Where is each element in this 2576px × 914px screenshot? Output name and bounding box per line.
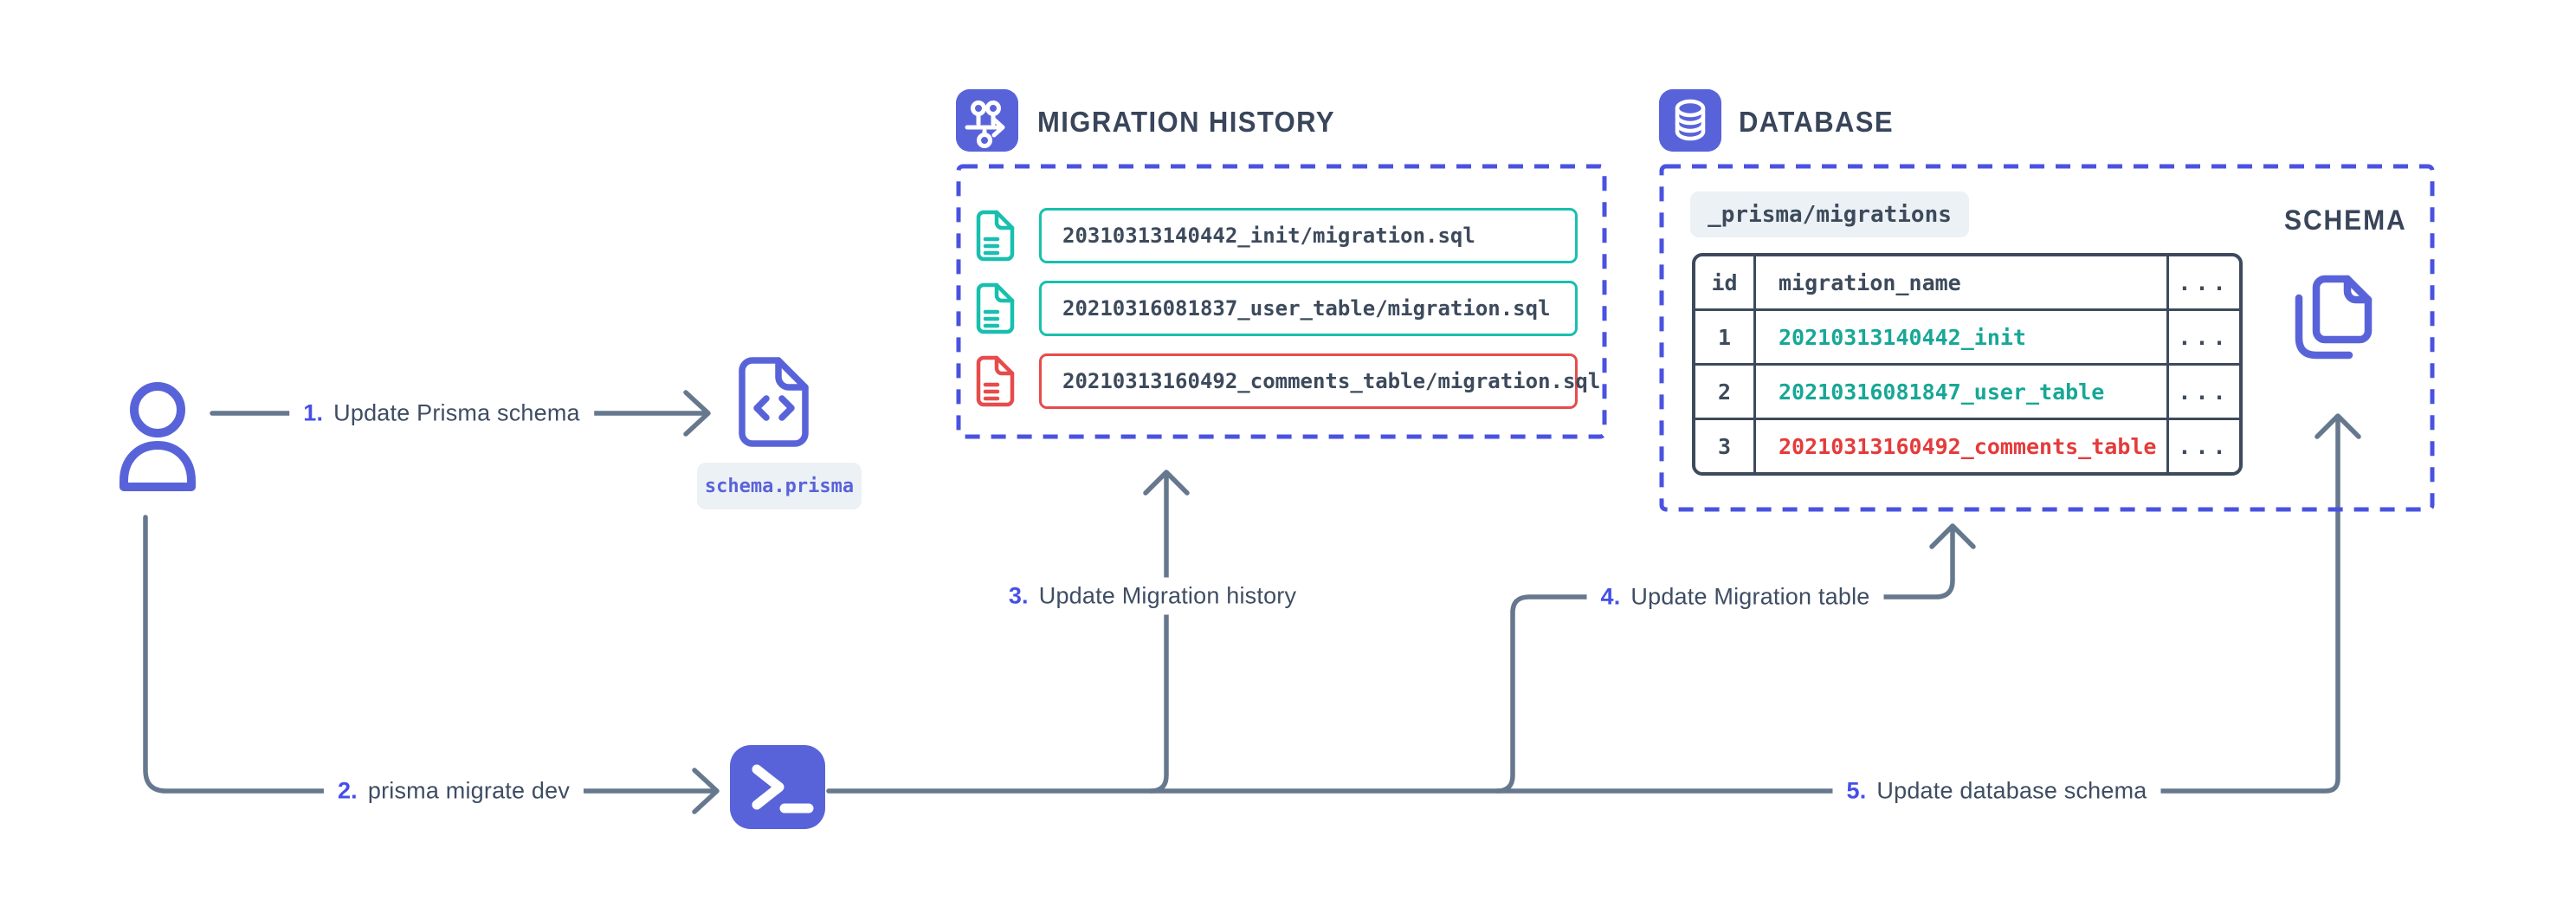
cell-id: 1 [1695, 311, 1756, 363]
cell-more: ... [2166, 366, 2239, 418]
cell-id: 3 [1695, 420, 1756, 472]
prisma-migrations-badge-label: _prisma/migrations [1708, 201, 1952, 228]
table-header-row: id migration_name ... [1695, 256, 2239, 308]
table-row: 1 20210313140442_init ... [1695, 308, 2239, 363]
step-number: 1. [303, 399, 324, 426]
cell-name: 20210313140442_init [1779, 324, 2026, 350]
table-row: 3 20210313160492_comments_table ... [1695, 418, 2239, 472]
cell-more: ... [2166, 311, 2239, 363]
code-file-icon [739, 357, 809, 447]
arrow-4-line2 [1868, 525, 1955, 600]
arrow-5-line [826, 415, 2340, 794]
step-number: 2. [337, 777, 358, 804]
step-label-3: 3. Update Migration history [994, 577, 1311, 615]
cell-name: 20210316081847_user_table [1779, 379, 2105, 405]
step-number: 5. [1846, 777, 1867, 804]
arrow-2-head [692, 768, 720, 814]
step-text: Update Migration history [1038, 582, 1297, 609]
migration-file-name: 20210313160492_comments_table/migration.… [1062, 369, 1601, 393]
cell-id: 2 [1695, 366, 1756, 418]
migration-file-name: 20310313140442_init/migration.sql [1062, 224, 1475, 248]
user-icon [119, 382, 196, 491]
arrow-2-line [143, 515, 718, 794]
schema-label: SCHEMA [2284, 204, 2407, 236]
document-lines-icon-red [976, 355, 1015, 407]
database-icon [1659, 89, 1721, 152]
cell-more: ... [2166, 420, 2239, 472]
step-text: prisma migrate dev [367, 777, 571, 804]
arrow-3-line [1148, 471, 1169, 794]
document-lines-icon-teal [976, 282, 1015, 334]
header-id: id [1695, 256, 1756, 308]
migration-file-row: 20310313140442_init/migration.sql [1039, 208, 1578, 263]
header-more: ... [2166, 256, 2239, 308]
header-name: migration_name [1779, 269, 1961, 295]
migration-history-box [956, 164, 1607, 439]
cell-name: 20210313160492_comments_table [1779, 433, 2157, 459]
database-title: DATABASE [1739, 106, 1895, 138]
step-number: 3. [1008, 582, 1029, 609]
step-text: Update database schema [1876, 777, 2147, 804]
database-box [1659, 164, 2435, 512]
prisma-migrations-badge: _prisma/migrations [1690, 191, 1969, 237]
step-label-2: 2. prisma migrate dev [323, 772, 584, 810]
migration-file-row: 20210316081837_user_table/migration.sql [1039, 281, 1578, 336]
schema-prisma-badge: schema.prisma [697, 463, 862, 509]
step-text: Update Prisma schema [333, 399, 580, 426]
schema-prisma-badge-label: schema.prisma [704, 475, 855, 497]
step-number: 4. [1600, 583, 1621, 610]
step-label-5: 5. Update database schema [1832, 772, 2161, 810]
git-flow-icon [956, 89, 1018, 152]
migration-file-name: 20210316081837_user_table/migration.sql [1062, 296, 1551, 321]
migration-file-row: 20210313160492_comments_table/migration.… [1039, 353, 1600, 409]
terminal-icon [730, 745, 825, 829]
migration-history-title: MIGRATION HISTORY [1037, 106, 1335, 138]
step-label-1: 1. Update Prisma schema [289, 394, 594, 432]
arrow-4-head [1929, 523, 1976, 549]
step-text: Update Migration table [1630, 583, 1870, 610]
copy-pages-icon [2295, 275, 2373, 360]
migrations-table: id migration_name ... 1 20210313140442_i… [1692, 253, 2243, 476]
step-label-4: 4. Update Migration table [1586, 578, 1884, 616]
arrow-5-head [2315, 413, 2361, 439]
arrow-1-head [683, 390, 711, 437]
table-row: 2 20210316081847_user_table ... [1695, 363, 2239, 418]
arrow-3-head [1143, 470, 1190, 496]
arrow-4-line [1495, 594, 1604, 794]
document-lines-icon-teal [976, 210, 1015, 262]
